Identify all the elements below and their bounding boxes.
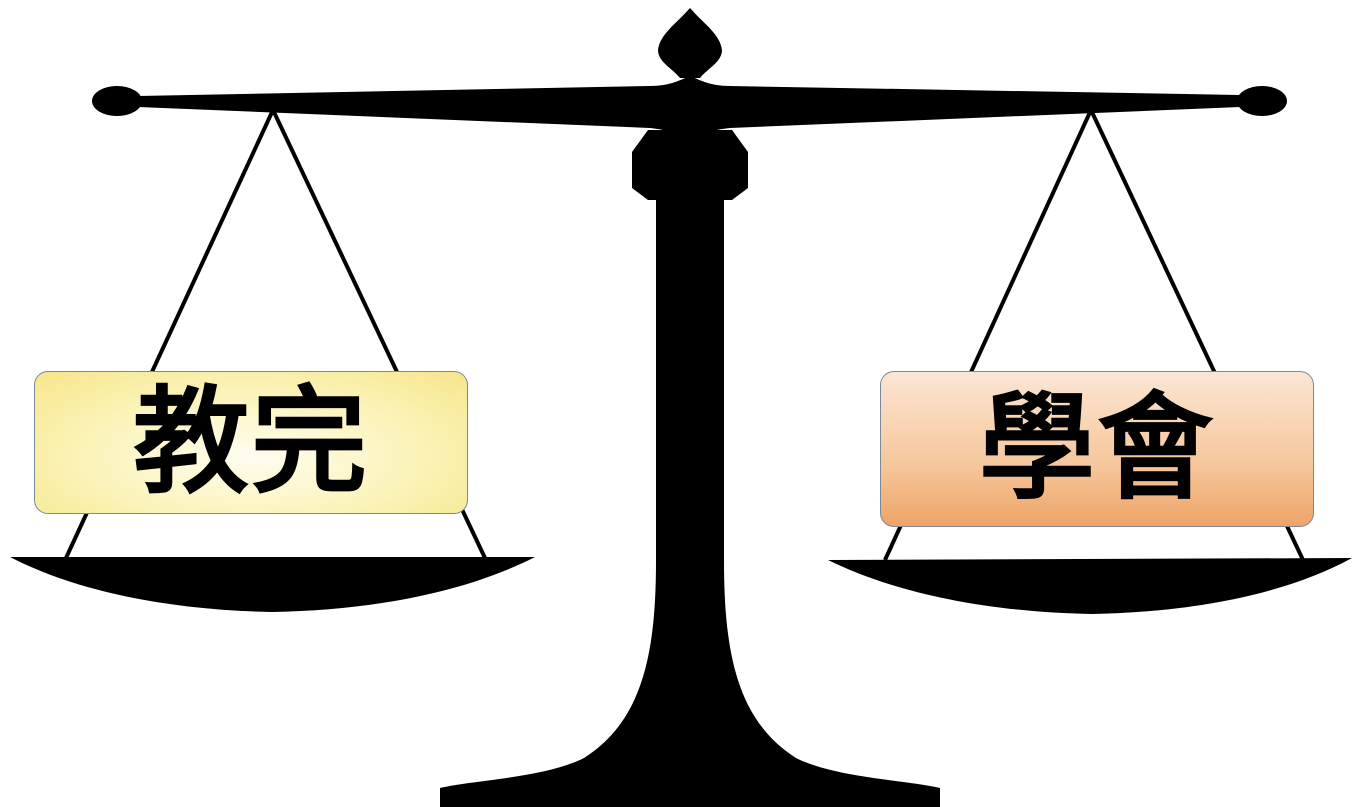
right-pan-label: 學會 [880,371,1314,527]
scale-finial [658,8,722,78]
scale-collar [632,130,748,200]
right-beam-knob [1237,86,1287,116]
right-pan [828,558,1352,614]
scale-beam [138,76,1240,136]
left-pan-label: 教完 [34,371,468,514]
left-beam-knob [92,86,142,116]
left-pan [10,557,535,612]
scale-pillar [440,198,940,807]
